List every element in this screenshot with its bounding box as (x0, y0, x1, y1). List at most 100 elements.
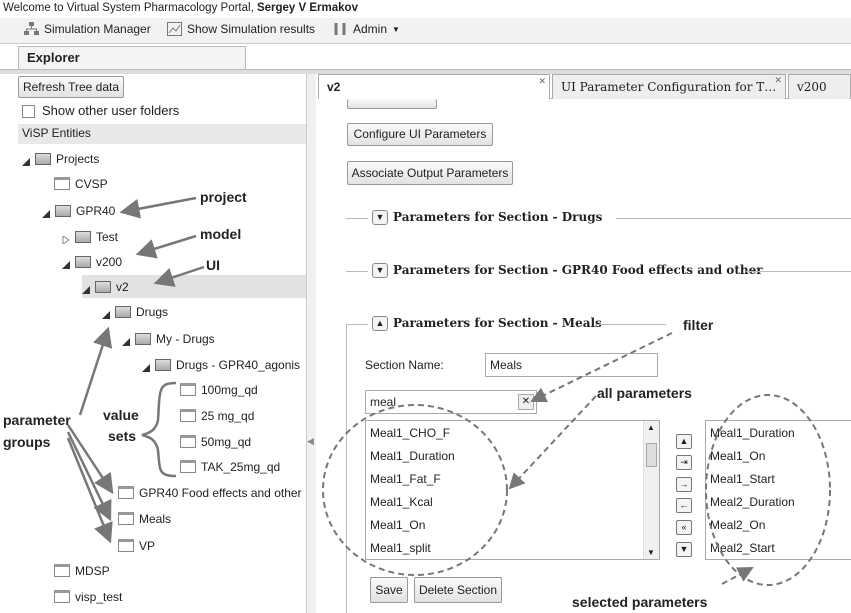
section-name-input[interactable]: Meals (485, 353, 658, 377)
scroll-down-icon[interactable]: ▼ (647, 548, 655, 557)
tree-node-drugs[interactable]: Drugs (102, 300, 168, 323)
expanded-triangle-icon (62, 258, 70, 269)
tree-label: 25 mg_qd (201, 408, 255, 423)
show-results-label: Show Simulation results (187, 22, 316, 36)
list-item[interactable]: Meal1_Duration (370, 448, 455, 463)
expand-icon[interactable]: ▼ (372, 210, 388, 225)
tree-node-v2[interactable]: v2 (82, 275, 306, 298)
tree-node-vp[interactable]: VP (118, 534, 155, 557)
tools-icon (333, 22, 348, 36)
collapse-icon[interactable]: ▲ (372, 316, 388, 331)
save-button[interactable]: Save (370, 577, 408, 603)
scroll-up-icon[interactable]: ▲ (647, 423, 655, 432)
add-selected-icon[interactable]: ⇥ (676, 455, 692, 470)
entities-header: ViSP Entities (18, 124, 306, 144)
admin-label: Admin (353, 22, 388, 36)
tree-node-value-set[interactable]: 25 mg_qd (180, 404, 254, 427)
tab-v200[interactable]: v200 (788, 74, 851, 99)
tree-label: CVSP (75, 176, 108, 191)
folder-icon (75, 230, 91, 243)
configure-ui-button[interactable]: Configure UI Parameters (347, 123, 493, 146)
tree-node-gpr40-food[interactable]: GPR40 Food effects and other (118, 481, 302, 504)
document-icon (54, 564, 70, 577)
list-item[interactable]: Meal1_Duration (710, 425, 795, 440)
all-parameters-list[interactable]: Meal1_CHO_F Meal1_Duration Meal1_Fat_F M… (365, 420, 660, 560)
caret-down-icon: ▼ (392, 24, 400, 34)
collapse-arrow-icon[interactable]: ◀ (307, 436, 314, 446)
tree-node-visp-test[interactable]: visp_test (54, 585, 122, 608)
expand-icon[interactable]: ▼ (372, 263, 388, 278)
annotation-groups: groups (3, 434, 51, 450)
admin-menu[interactable]: Admin ▼ (333, 22, 400, 36)
delete-section-button[interactable]: Delete Section (414, 577, 502, 603)
document-icon (54, 590, 70, 603)
document-icon (118, 539, 134, 552)
show-other-checkbox[interactable] (22, 105, 35, 118)
tree-label: visp_test (75, 589, 123, 604)
tree-node-my-drugs[interactable]: My - Drugs (122, 327, 215, 350)
scrollbar[interactable]: ▲ ▼ (643, 421, 659, 559)
tree-node-gpr40[interactable]: GPR40 (42, 199, 115, 222)
list-item[interactable]: Meal1_On (370, 517, 426, 532)
tab-ui-config[interactable]: UI Parameter Configuration for T…✕ (552, 74, 786, 99)
tree-node-value-set[interactable]: 100mg_qd (180, 378, 258, 401)
list-item[interactable]: Meal2_On (710, 517, 766, 532)
tree-node-drugs-gpr40[interactable]: Drugs - GPR40_agonis (142, 353, 300, 376)
tree-node-projects[interactable]: Projects (22, 147, 99, 170)
show-results-button[interactable]: Show Simulation results (167, 22, 315, 36)
filter-input[interactable]: meal (365, 390, 537, 414)
tree-node-v200[interactable]: v200 (62, 250, 122, 273)
close-icon[interactable]: ✕ (774, 76, 782, 86)
refresh-tree-button[interactable]: Refresh Tree data (18, 76, 124, 98)
document-icon (180, 460, 196, 473)
tree-node-mdsp[interactable]: MDSP (54, 559, 110, 582)
tab-label: v2 (327, 80, 341, 94)
selected-parameters-list[interactable]: Meal1_Duration Meal1_On Meal1_Start Meal… (705, 420, 851, 560)
simulation-manager-button[interactable]: Simulation Manager (24, 22, 151, 36)
document-icon (180, 409, 196, 422)
add-one-icon[interactable]: → (676, 477, 692, 492)
list-item[interactable]: Meal1_On (710, 448, 766, 463)
clear-filter-icon[interactable]: ✕ (518, 394, 534, 410)
section-drugs: ▼ Parameters for Section - Drugs (346, 208, 851, 228)
section-gpr40: ▼ Parameters for Section - GPR40 Food ef… (346, 261, 851, 281)
tree-node-cvsp[interactable]: CVSP (54, 172, 108, 195)
tab-label: UI Parameter Configuration for T… (561, 80, 777, 94)
annotation-ui: UI (206, 257, 220, 273)
user-name: Sergey V Ermakov (256, 2, 358, 14)
tree-node-value-set[interactable]: TAK_25mg_qd (180, 455, 280, 478)
move-down-icon[interactable]: ▼ (676, 542, 692, 557)
tree-label: GPR40 Food effects and other (139, 485, 302, 500)
section-title: Parameters for Section - Drugs (393, 210, 603, 224)
associate-output-button[interactable]: Associate Output Parameters (347, 161, 513, 185)
list-item[interactable]: Meal1_split (370, 540, 431, 555)
tree-node-test[interactable]: Test (62, 225, 118, 248)
list-item[interactable]: Meal1_Fat_F (370, 471, 441, 486)
section-title: Parameters for Section - GPR40 Food effe… (393, 263, 763, 277)
remove-one-icon[interactable]: ← (676, 498, 692, 513)
move-up-icon[interactable]: ▲ (676, 434, 692, 449)
chart-icon (167, 22, 182, 36)
tab-bar: v2✕ UI Parameter Configuration for T…✕ v… (318, 74, 851, 99)
list-item[interactable]: Meal1_Kcal (370, 494, 433, 509)
tree-label: MDSP (75, 563, 110, 578)
toolbar: Simulation Manager Show Simulation resul… (0, 18, 851, 44)
tab-v2[interactable]: v2 ✕ (318, 74, 550, 99)
list-item[interactable]: Meal1_Start (710, 471, 775, 486)
tree-node-value-set[interactable]: 50mg_qd (180, 430, 251, 453)
list-item[interactable]: Meal2_Duration (710, 494, 795, 509)
section-title: Parameters for Section - Meals (393, 316, 602, 330)
close-icon[interactable]: ✕ (538, 76, 546, 86)
list-item[interactable]: Meal1_CHO_F (370, 425, 451, 440)
tree-node-meals[interactable]: Meals (118, 507, 171, 530)
tree-label: VP (139, 538, 156, 553)
folder-icon (115, 305, 131, 318)
panel-splitter[interactable] (306, 74, 316, 613)
explorer-tab[interactable]: Explorer (18, 46, 246, 70)
network-icon (24, 22, 39, 36)
remove-all-icon[interactable]: « (676, 520, 692, 535)
tree-label: 50mg_qd (201, 434, 252, 449)
scroll-thumb[interactable] (646, 443, 657, 467)
list-item[interactable]: Meal2_Start (710, 540, 775, 555)
hidden-top-button[interactable] (347, 99, 437, 109)
